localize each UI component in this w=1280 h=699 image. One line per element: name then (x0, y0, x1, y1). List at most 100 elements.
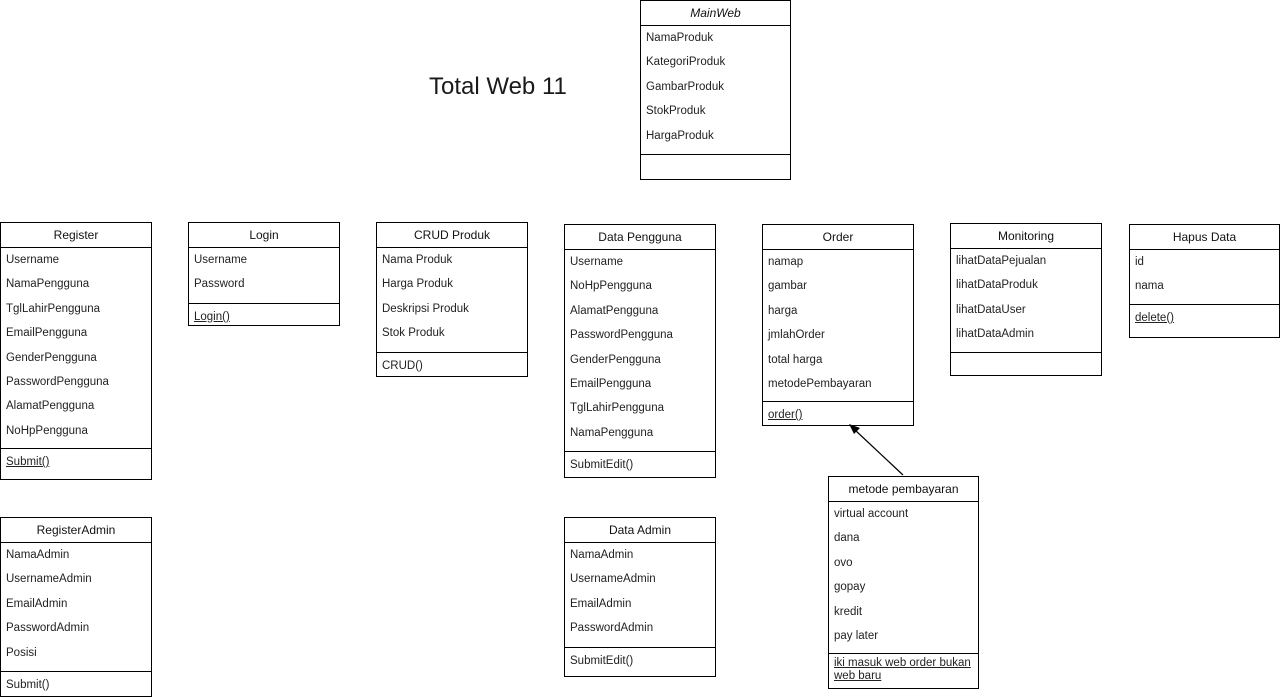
attribute: Username (570, 256, 624, 268)
attribute-list: id nama (1130, 250, 1279, 299)
method-divider (189, 302, 339, 304)
attribute: id (1135, 256, 1144, 268)
class-mainweb[interactable]: MainWeb NamaProduk KategoriProduk Gambar… (640, 0, 791, 180)
method: order() (768, 409, 803, 422)
class-name: Data Admin (565, 518, 715, 543)
attribute-list: lihatDataPejualan lihatDataProduk lihatD… (951, 249, 1101, 347)
method-divider (565, 451, 715, 453)
attribute: NamaPengguna (6, 278, 90, 291)
class-hapus-data[interactable]: Hapus Data id nama delete() (1129, 224, 1280, 338)
method: Login() (194, 310, 230, 323)
class-name: MainWeb (641, 1, 790, 26)
class-login[interactable]: Login Username Password Login() (188, 222, 340, 326)
class-order[interactable]: Order namap gambar harga jmlahOrder tota… (762, 224, 914, 426)
attribute: TglLahirPengguna (6, 302, 100, 315)
method: SubmitEdit() (570, 459, 634, 472)
attribute: total harga (768, 353, 823, 366)
attribute: gambar (768, 280, 807, 293)
class-name: metode pembayaran (829, 477, 978, 502)
method: iki masuk web order bukan web baru (834, 657, 971, 683)
class-name: Register (1, 223, 151, 248)
attribute-list: Username Password (189, 248, 339, 297)
method: delete() (1135, 311, 1174, 324)
attribute: GenderPengguna (570, 353, 661, 366)
class-name: Order (763, 225, 913, 250)
attribute: jmlahOrder (768, 329, 825, 342)
method: SubmitEdit() (570, 654, 634, 667)
attribute: NamaAdmin (570, 549, 634, 561)
attribute: GambarProduk (646, 80, 724, 93)
class-data-admin[interactable]: Data Admin NamaAdmin UsernameAdmin Email… (564, 517, 716, 677)
method-divider (763, 401, 913, 403)
class-name: Hapus Data (1130, 225, 1279, 250)
attribute-list: NamaAdmin UsernameAdmin EmailAdmin Passw… (565, 543, 715, 641)
attribute: dana (834, 532, 860, 545)
attribute: Nama Produk (382, 254, 453, 266)
attribute: UsernameAdmin (570, 573, 656, 586)
attribute: NamaPengguna (570, 426, 654, 439)
attribute: Deskripsi Produk (382, 302, 469, 315)
method-divider (565, 646, 715, 648)
class-data-pengguna[interactable]: Data Pengguna Username NoHpPengguna Alam… (564, 224, 716, 478)
class-crud-produk[interactable]: CRUD Produk Nama Produk Harga Produk Des… (376, 222, 528, 377)
attribute-list: Username NamaPengguna TglLahirPengguna E… (1, 248, 151, 443)
attribute: Stok Produk (382, 327, 445, 340)
attribute: NamaProduk (646, 32, 714, 44)
attribute: EmailPengguna (6, 327, 88, 340)
method: Submit() (6, 678, 50, 691)
attribute: PasswordPengguna (570, 329, 673, 342)
attribute: kredit (834, 605, 863, 618)
attribute: metodePembayaran (768, 377, 872, 390)
diagram-title: Total Web 11 (429, 73, 567, 100)
attribute: UsernameAdmin (6, 573, 92, 586)
attribute-list: NamaAdmin UsernameAdmin EmailAdmin Passw… (1, 543, 151, 665)
attribute: pay later (834, 629, 879, 642)
attribute: GenderPengguna (6, 351, 97, 364)
attribute: PasswordAdmin (6, 622, 90, 635)
attribute: harga (768, 304, 798, 317)
method-divider (1, 670, 151, 672)
attribute-list: namap gambar harga jmlahOrder total harg… (763, 250, 913, 396)
attribute: TglLahirPengguna (570, 402, 664, 415)
class-monitoring[interactable]: Monitoring lihatDataPejualan lihatDataPr… (950, 223, 1102, 376)
class-name: RegisterAdmin (1, 518, 151, 543)
attribute: Harga Produk (382, 278, 453, 291)
attribute: PasswordPengguna (6, 375, 109, 388)
method: CRUD() (382, 359, 423, 372)
class-name: Data Pengguna (565, 225, 715, 250)
attribute-list: Nama Produk Harga Produk Deskripsi Produ… (377, 248, 527, 346)
attribute: lihatDataAdmin (956, 328, 1034, 341)
attribute: Username (194, 254, 248, 266)
method-section (951, 353, 1101, 380)
attribute-list: NamaProduk KategoriProduk GambarProduk S… (641, 26, 790, 148)
attribute: lihatDataPejualan (956, 255, 1047, 267)
attribute: gopay (834, 581, 866, 594)
class-register[interactable]: Register Username NamaPengguna TglLahirP… (0, 222, 152, 480)
class-metode-pembayaran[interactable]: metode pembayaran virtual account dana o… (828, 476, 979, 689)
method-divider (377, 351, 527, 353)
attribute: HargaProduk (646, 129, 714, 142)
attribute: Posisi (6, 646, 37, 659)
attribute: PasswordAdmin (570, 622, 654, 635)
association-line (854, 429, 904, 476)
attribute: ovo (834, 556, 853, 569)
class-name: CRUD Produk (377, 223, 527, 248)
class-name: Login (189, 223, 339, 248)
attribute: Username (6, 254, 60, 266)
method: Submit() (6, 456, 50, 469)
attribute: EmailAdmin (6, 597, 68, 610)
attribute: AlamatPengguna (570, 304, 659, 317)
method-divider (641, 153, 790, 155)
class-name: Monitoring (951, 224, 1101, 249)
class-register-admin[interactable]: RegisterAdmin NamaAdmin UsernameAdmin Em… (0, 517, 152, 697)
attribute: EmailAdmin (570, 597, 632, 610)
attribute: lihatDataProduk (956, 279, 1038, 292)
attribute: nama (1135, 280, 1164, 293)
attribute: virtual account (834, 508, 909, 520)
attribute: lihatDataUser (956, 303, 1026, 316)
method-divider (951, 351, 1101, 353)
attribute: EmailPengguna (570, 377, 652, 390)
attribute: Password (194, 278, 245, 291)
attribute-list: Username NoHpPengguna AlamatPengguna Pas… (565, 250, 715, 445)
attribute: KategoriProduk (646, 56, 726, 69)
